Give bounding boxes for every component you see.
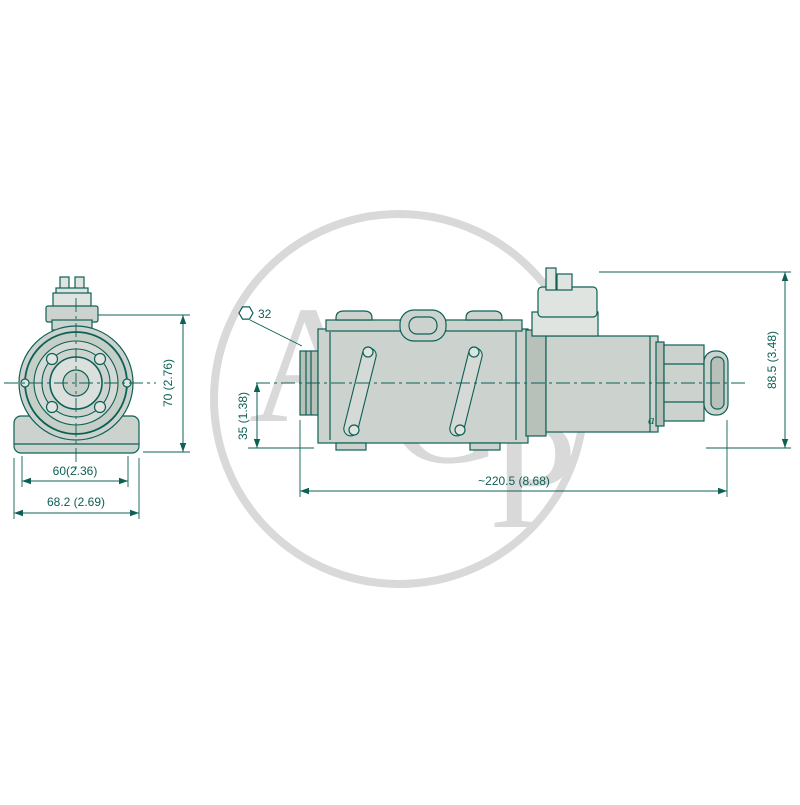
front-view [4, 276, 156, 472]
bolt-hole [93, 400, 107, 414]
dim-text-front-width-outer: 68.2 (2.69) [47, 495, 105, 509]
side-view: a [256, 267, 748, 451]
port-label-a: a [648, 412, 655, 427]
solenoid-connector-body [537, 286, 598, 318]
lever-pivot [468, 346, 480, 358]
body-foot-left [335, 442, 367, 451]
solenoid-connector-pin [556, 273, 573, 291]
hex-size-label: 32 [258, 307, 272, 321]
hex-symbol-icon [238, 306, 254, 320]
solenoid-connector-pin [545, 267, 557, 291]
body-lug-left [335, 310, 373, 321]
bolt-hole [45, 400, 59, 414]
body-foot-right [469, 442, 501, 451]
override-loop-inner [408, 316, 438, 335]
lever-pivot [454, 424, 466, 436]
bolt-hole [45, 352, 59, 366]
dim-text-total-height: 88.5 (3.48) [765, 331, 779, 389]
lever-pivot [348, 424, 360, 436]
body-lug-right [465, 310, 503, 321]
dimensions: 70 (2.76) 60(2.36) 68.2 (2.69) 32 35 (1.… [13, 271, 791, 519]
lever-pivot [362, 346, 374, 358]
bolt-hole [93, 352, 107, 366]
solenoid-tube [545, 335, 659, 433]
dim-text-center-to-bottom: 35 (1.38) [236, 392, 250, 440]
end-washer [655, 341, 665, 427]
hex-leader-line [249, 319, 303, 347]
dim-text-front-height: 70 (2.76) [161, 359, 175, 407]
dim-text-front-width-inner: 60(2.36) [53, 464, 98, 478]
dim-text-total-length: ~220.5 (8.68) [478, 474, 550, 488]
